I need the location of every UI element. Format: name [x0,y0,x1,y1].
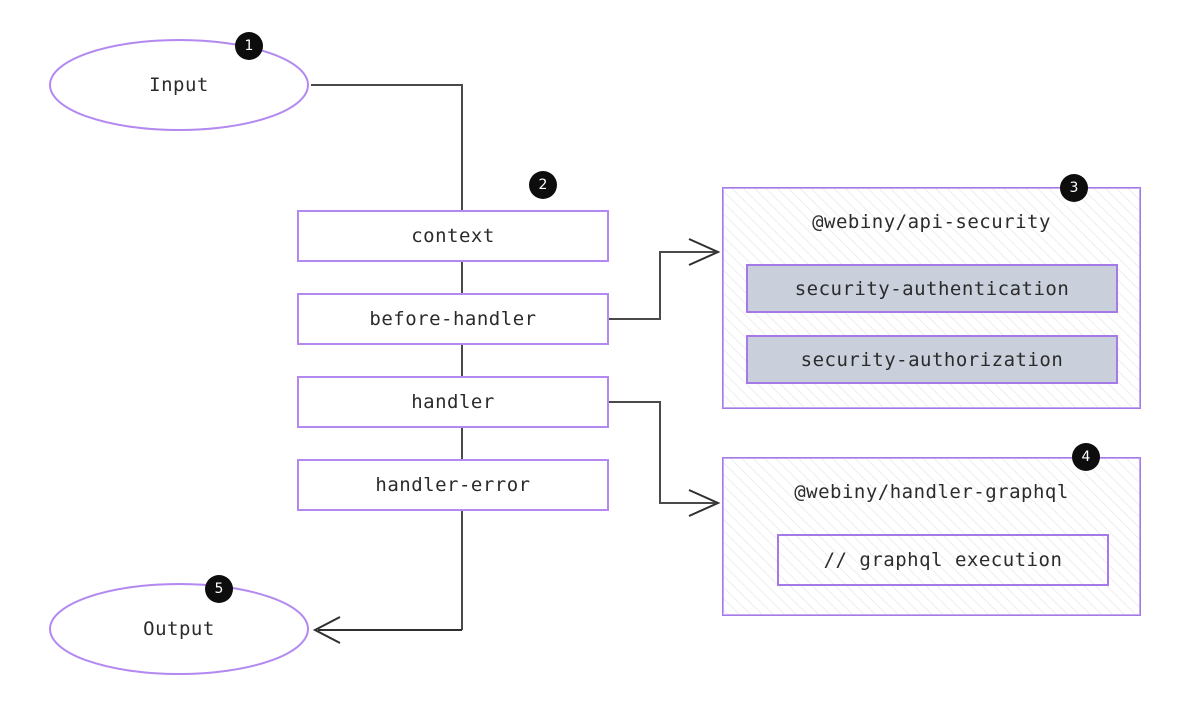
badge-3: 3 [1060,174,1088,202]
panel-handler-graphql-shape[interactable] [722,457,1141,616]
item-security-authorization-shape[interactable] [746,335,1118,384]
node-context-shape[interactable] [297,210,609,262]
node-handler-shape[interactable] [297,376,609,428]
node-before-handler-shape[interactable] [297,293,609,345]
badge-2: 2 [529,171,557,199]
item-graphql-execution-shape[interactable] [777,534,1109,586]
connector-before-handler-to-api-security [608,238,721,320]
node-input-shape[interactable] [49,39,309,131]
connector-pipeline-to-output [312,616,462,644]
node-handler-error-shape[interactable] [297,459,609,511]
badge-5: 5 [205,575,233,603]
panel-handler-graphql-bg-tint [723,458,1140,615]
item-security-authentication-shape[interactable] [746,264,1118,313]
node-output-shape[interactable] [49,583,309,675]
badge-4: 4 [1072,443,1100,471]
connector-handler-to-handler-graphql [608,401,721,517]
badge-1: 1 [235,32,263,60]
connector-input-to-pipeline [311,84,463,211]
